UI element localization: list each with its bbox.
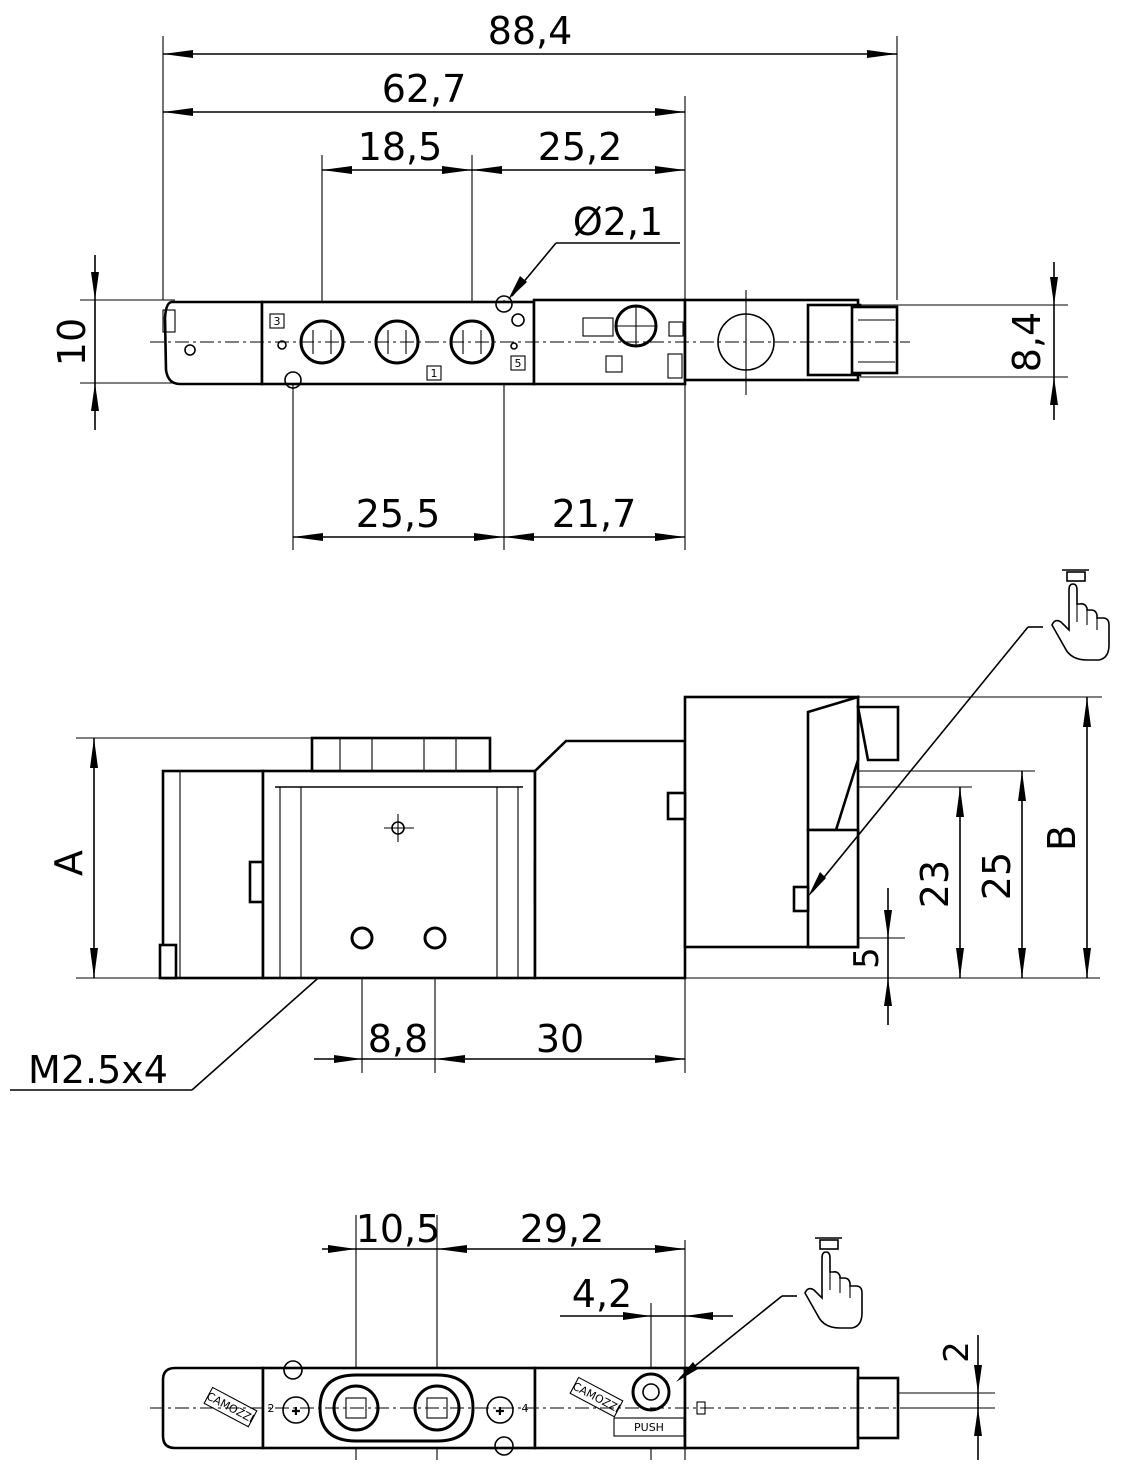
port-label-3: 3 bbox=[274, 315, 281, 328]
dimension-25: 25 bbox=[975, 771, 1026, 978]
dimension-30: 30 bbox=[435, 1017, 685, 1063]
top-view: 88,4 62,7 18,5 25,2 Ø2,1 bbox=[50, 9, 1068, 550]
dim-5-label: 5 bbox=[847, 947, 887, 969]
port-label-4: 4 bbox=[522, 1402, 529, 1415]
dim-phi-2-1-label: Ø2,1 bbox=[573, 200, 663, 244]
dimension-62-7: 62,7 bbox=[163, 67, 685, 116]
dimension-21-7: 21,7 bbox=[504, 492, 685, 541]
dim-8-8-label: 8,8 bbox=[368, 1017, 428, 1061]
side-view: A B 25 23 5 bbox=[10, 569, 1110, 1092]
dimension-23: 23 bbox=[913, 787, 964, 978]
push-button-hand-icon-bottom bbox=[804, 1237, 863, 1329]
dimension-B: B bbox=[1040, 697, 1091, 978]
svg-text:✚: ✚ bbox=[495, 1405, 504, 1418]
valve-bottom-outline: CAMOZZI CAMOZZI ✚ ✚ 2 4 PUS bbox=[150, 1295, 910, 1456]
port-label-5: 5 bbox=[515, 357, 522, 370]
dimension-10-5: 10,5 bbox=[322, 1207, 440, 1253]
valve-top-outline: 3 1 5 bbox=[150, 290, 910, 395]
bottom-view: 10,5 29,2 4,2 2 bbox=[150, 1207, 995, 1460]
dim-21-7-label: 21,7 bbox=[552, 492, 637, 536]
valve-side-outline bbox=[158, 626, 1043, 980]
dimension-A: A bbox=[47, 738, 98, 978]
dim-10-5-label: 10,5 bbox=[356, 1207, 441, 1251]
dimension-8-8: 8,8 bbox=[314, 1017, 435, 1063]
dimension-8-4: 8,4 bbox=[860, 262, 1068, 420]
push-button-hand-icon bbox=[1051, 569, 1110, 661]
dim-30-label: 30 bbox=[536, 1017, 584, 1061]
svg-text:✚: ✚ bbox=[291, 1405, 300, 1418]
dimension-4-2: 4,2 bbox=[560, 1272, 733, 1320]
dimension-88-4: 88,4 bbox=[163, 9, 897, 58]
port-label-1: 1 bbox=[431, 367, 438, 380]
dimension-2: 2 bbox=[880, 1335, 995, 1460]
dim-88-4-label: 88,4 bbox=[488, 9, 573, 53]
dim-B-label: B bbox=[1040, 825, 1084, 851]
dimension-25-2: 25,2 bbox=[472, 125, 685, 174]
dim-10-label: 10 bbox=[50, 318, 94, 366]
dim-A-label: A bbox=[47, 850, 91, 876]
port-label-2: 2 bbox=[268, 1402, 275, 1415]
dim-25-5-label: 25,5 bbox=[356, 492, 441, 536]
thread-label: M2.5x4 bbox=[28, 1048, 168, 1092]
dim-4-2-label: 4,2 bbox=[572, 1272, 632, 1316]
dimension-18-5: 18,5 bbox=[322, 125, 472, 174]
push-label: PUSH bbox=[634, 1421, 664, 1434]
dim-8-4-label: 8,4 bbox=[1005, 312, 1049, 372]
dimension-5: 5 bbox=[847, 888, 892, 1025]
dim-62-7-label: 62,7 bbox=[382, 67, 467, 111]
dimension-diameter-2-1: Ø2,1 bbox=[508, 200, 680, 300]
dimension-10: 10 bbox=[50, 255, 175, 430]
dim-23-label: 23 bbox=[913, 860, 957, 908]
dim-18-5-label: 18,5 bbox=[358, 125, 443, 169]
dimension-29-2: 29,2 bbox=[437, 1207, 685, 1253]
dim-25-2-label: 25,2 bbox=[538, 125, 623, 169]
dim-2-label: 2 bbox=[937, 1341, 977, 1363]
dim-29-2-label: 29,2 bbox=[520, 1207, 605, 1251]
dim-25-label: 25 bbox=[975, 852, 1019, 900]
dimension-25-5: 25,5 bbox=[293, 492, 504, 541]
